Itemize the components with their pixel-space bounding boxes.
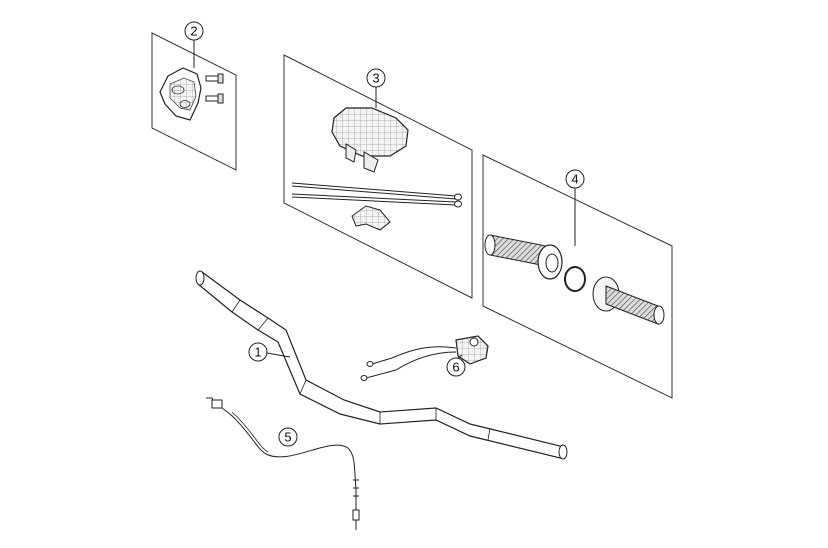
callout-3: 3 bbox=[366, 68, 386, 88]
callout-label: 3 bbox=[372, 71, 379, 86]
callout-label: 6 bbox=[452, 360, 459, 375]
callout-label: 4 bbox=[571, 172, 578, 187]
cable-tie-icon bbox=[291, 193, 462, 208]
switch-icon bbox=[360, 335, 489, 381]
callout-5: 5 bbox=[278, 427, 298, 447]
bolt-icon bbox=[205, 73, 224, 84]
panel-crossbar-pad: 3 bbox=[283, 54, 473, 299]
callout-2: 2 bbox=[184, 21, 204, 41]
callout-6: 6 bbox=[446, 357, 466, 377]
panel-clamp: 2 bbox=[151, 21, 237, 171]
callout-label: 5 bbox=[284, 430, 291, 445]
cable-icon bbox=[206, 397, 360, 530]
handlebar-icon bbox=[195, 270, 568, 460]
callout-label: 2 bbox=[190, 24, 197, 39]
bracket-icon bbox=[351, 205, 391, 231]
callout-1: 1 bbox=[248, 342, 268, 362]
bolt-icon bbox=[205, 93, 224, 104]
panel-grips: 4 bbox=[482, 154, 673, 399]
callout-label: 1 bbox=[254, 345, 261, 360]
cable-tie-icon bbox=[291, 182, 462, 201]
clamp-icon bbox=[159, 67, 202, 121]
crossbar-pad-icon bbox=[331, 107, 409, 173]
callout-4: 4 bbox=[565, 169, 585, 189]
grips-icon bbox=[484, 234, 665, 325]
